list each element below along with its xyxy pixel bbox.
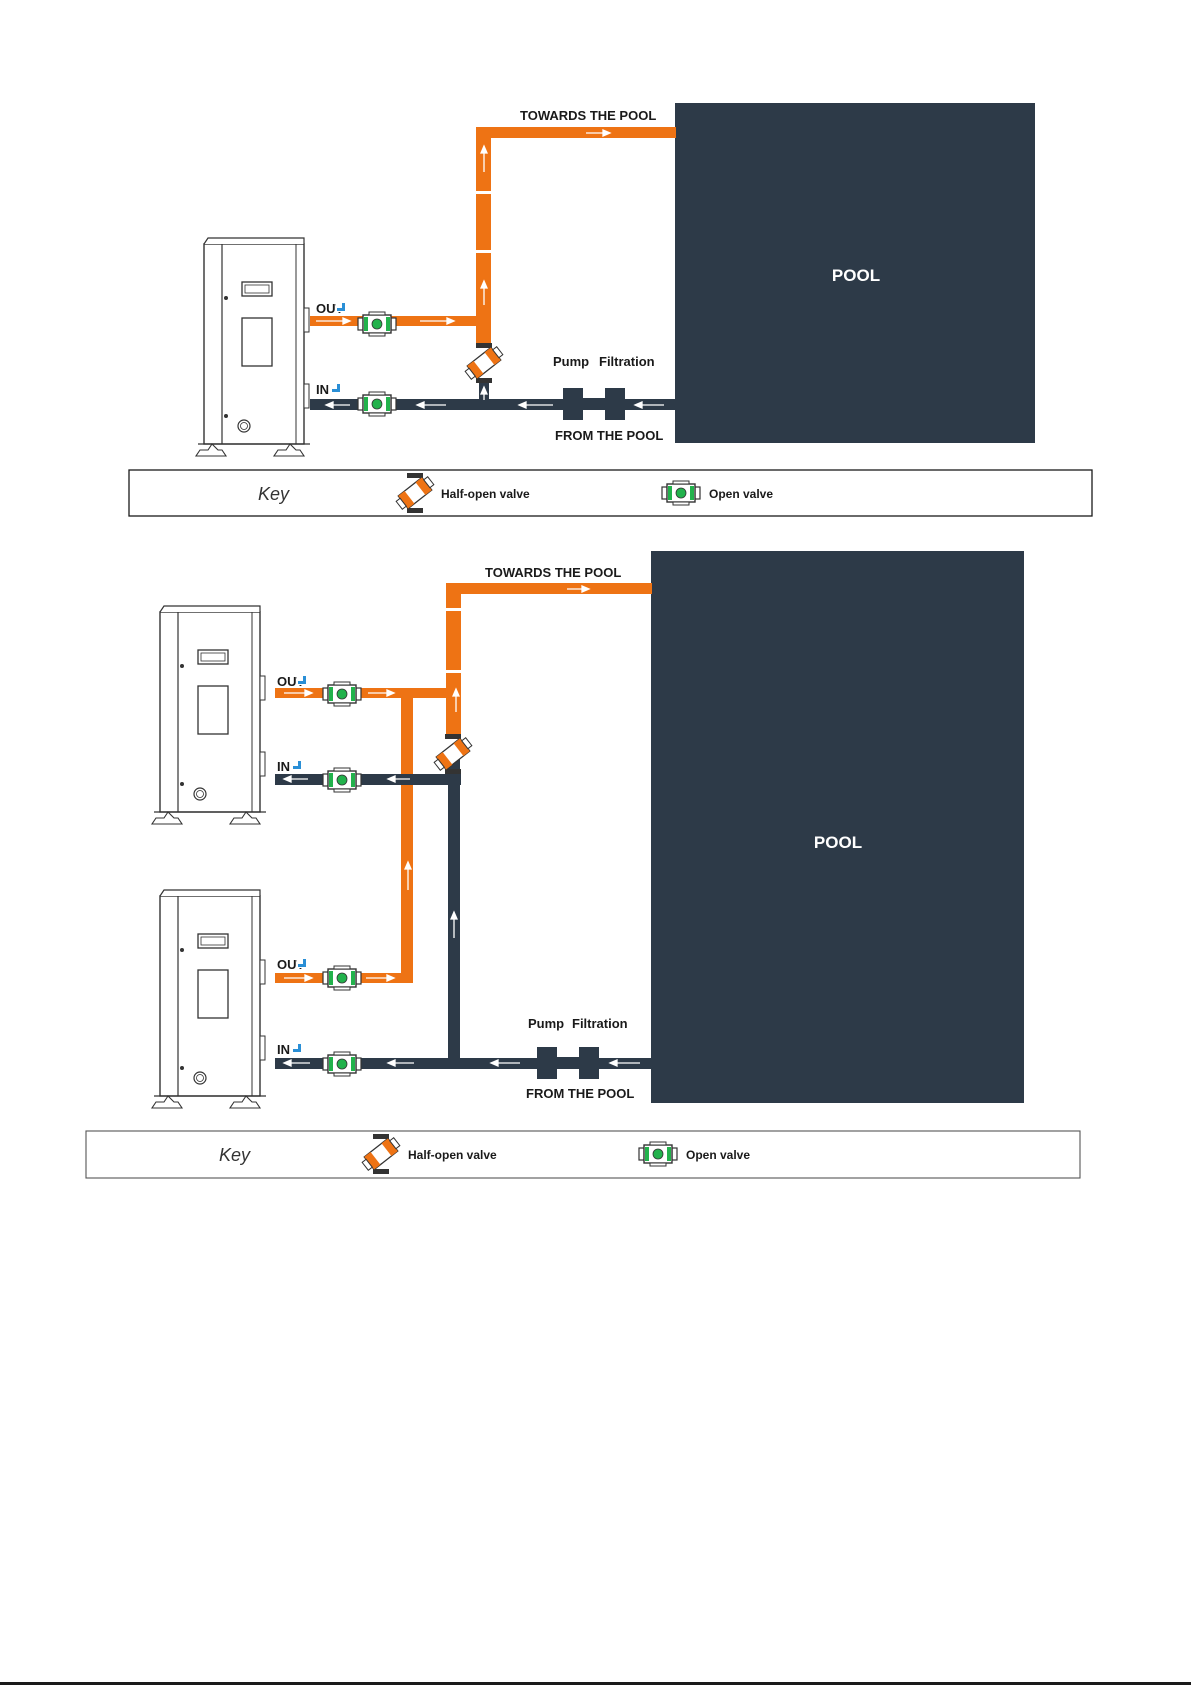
open-valve-in[interactable] (358, 392, 396, 416)
open-valve-bottom-in[interactable] (323, 1052, 361, 1076)
pump-filtration-symbol (563, 388, 625, 420)
heat-pump-unit (196, 238, 310, 456)
from-pool-label: FROM THE POOL (555, 428, 663, 443)
open-valve-bottom-out[interactable] (323, 966, 361, 990)
legend-key: Key Half-open valve Open valve (86, 1131, 1080, 1178)
inlet-icon (331, 383, 341, 393)
diagram-single-unit: POOL (129, 103, 1092, 516)
legend-open-valve-icon (639, 1142, 677, 1166)
bottom-outlet-icon (297, 958, 307, 968)
pool-label: POOL (832, 266, 880, 285)
open-valve-top-in[interactable] (323, 768, 361, 792)
heat-pump-unit-bottom (152, 890, 266, 1108)
open-valve-out[interactable] (358, 312, 396, 336)
key-title: Key (219, 1145, 251, 1165)
pump-filtration-symbol (537, 1047, 599, 1079)
filtration-label: Filtration (572, 1016, 628, 1031)
flow-arrows (284, 586, 640, 1066)
top-outlet-icon (297, 675, 307, 685)
outlet-icon (336, 302, 346, 312)
pump-label: Pump (553, 354, 589, 369)
top-in-label: IN (277, 759, 290, 774)
legend-open-label: Open valve (686, 1148, 750, 1162)
key-title: Key (258, 484, 290, 504)
legend-half-open-label: Half-open valve (408, 1148, 497, 1162)
from-pool-label: FROM THE POOL (526, 1086, 634, 1101)
pool-block (651, 551, 1024, 1103)
pump-label: Pump (528, 1016, 564, 1031)
legend-key: Key Half-open valve Open valve (129, 470, 1092, 516)
bottom-in-label: IN (277, 1042, 290, 1057)
legend-open-valve-icon (662, 481, 700, 505)
heat-pump-unit-top (152, 606, 266, 824)
towards-pool-label: TOWARDS THE POOL (520, 108, 656, 123)
diagram-double-unit: POOL (86, 551, 1080, 1178)
legend-half-open-label: Half-open valve (441, 487, 530, 501)
pool-label: POOL (814, 833, 862, 852)
towards-pool-label: TOWARDS THE POOL (485, 565, 621, 580)
in-label: IN (316, 382, 329, 397)
legend-open-label: Open valve (709, 487, 773, 501)
bottom-inlet-icon (292, 1043, 302, 1053)
top-inlet-icon (292, 760, 302, 770)
open-valve-top-out[interactable] (323, 682, 361, 706)
half-open-valve-bypass[interactable] (463, 343, 504, 383)
filtration-label: Filtration (599, 354, 655, 369)
